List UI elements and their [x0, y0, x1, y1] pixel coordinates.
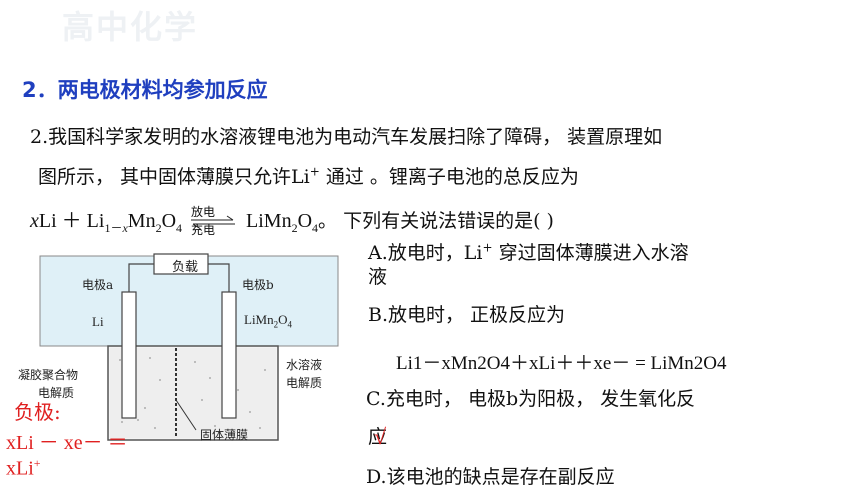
- limn-sub2: 2: [273, 319, 279, 330]
- eq-sub2: 2: [155, 221, 162, 235]
- aqueous-electrolyte-label-2: 电解质: [286, 376, 323, 390]
- battery-diagram-svg: [39, 253, 339, 441]
- overall-equation: xLi ＋ Li1－xMn2O4 放电 充电 LiMn2O4。 下列有关说法错误…: [30, 204, 554, 237]
- option-a-line-2: 液: [368, 266, 388, 288]
- option-d-line-1: D.该电池的缺点是存在副反应: [366, 466, 615, 488]
- eq-o: O: [161, 210, 177, 232]
- option-a-text-b: 穿过固体薄膜进入水溶: [492, 242, 689, 264]
- electrode-b-label: 电极b: [242, 278, 274, 292]
- eq-end: 。 下列有关说法错误的是( ): [318, 210, 554, 232]
- option-b-line-1: B.放电时， 正极反应为: [368, 304, 566, 326]
- eq-li: Li ＋ Li: [38, 210, 105, 232]
- eq-sub1: 1－: [104, 221, 123, 235]
- negative-electrode-eq-1: xLi － xe－ ＝: [6, 432, 128, 454]
- eq-sub4: 4: [176, 221, 183, 235]
- gel-electrolyte-label-1: 凝胶聚合物: [18, 368, 79, 382]
- eq-x: x: [30, 210, 39, 232]
- eq-p2: 2: [291, 221, 298, 235]
- eq-mn: Mn: [127, 210, 156, 232]
- eq-p4: 4: [312, 221, 319, 235]
- negative-electrode-title: 负极:: [14, 400, 61, 424]
- option-a-sup: +: [482, 240, 493, 255]
- check-mark-icon: √: [374, 424, 387, 449]
- battery-diagram: 负载 电极a 电极b Li LiMn2O4 凝胶聚合物 电解质 水溶液 电解质 …: [10, 250, 360, 484]
- gel-electrolyte-label-2: 电解质: [38, 386, 75, 400]
- electrode-a-label: 电极a: [82, 278, 114, 292]
- option-c-line-2: 应: [368, 426, 388, 448]
- limn-o: O: [278, 312, 288, 327]
- membrane-label: 固体薄膜: [200, 428, 249, 442]
- neg-eq2-text: xLi: [6, 457, 34, 480]
- question-line-2-a: 图所示， 其中固体薄膜只允许Li: [38, 166, 310, 188]
- eq-po: O: [297, 210, 313, 232]
- limn-text: LiMn: [244, 312, 274, 327]
- option-a-text: A.放电时，Li: [368, 242, 483, 264]
- load-label: 负载: [172, 260, 199, 275]
- eq-product: LiMn: [246, 210, 292, 232]
- reversible-arrow: 放电 充电: [189, 205, 237, 238]
- question-line-2: 图所示， 其中固体薄膜只允许Li+ 通过 。锂离子电池的总反应为: [38, 162, 579, 189]
- option-a-line-1: A.放电时，Li+ 穿过固体薄膜进入水溶: [368, 238, 689, 265]
- arrow-label-charge: 充电: [191, 223, 216, 238]
- question-line-1: 2.我国科学家发明的水溶液锂电池为电动汽车发展扫除了障碍， 装置原理如: [30, 126, 663, 148]
- reversible-arrow-icon: [191, 215, 236, 229]
- limn2o4-electrode-label: LiMn2O4: [244, 312, 292, 330]
- li-charge: +: [309, 164, 320, 179]
- eq-subx: x: [122, 221, 128, 235]
- option-b-equation: Li1－xMn2O4＋xLi＋＋xe－ = LiMn2O4: [396, 353, 727, 374]
- negative-electrode-eq-2: xLi+: [6, 456, 41, 481]
- limn-sub4: 4: [287, 319, 293, 330]
- watermark: 高中化学: [62, 8, 199, 46]
- section-heading: 2．两电极材料均参加反应: [22, 78, 268, 102]
- neg-eq2-sup: +: [33, 456, 41, 470]
- li-electrode-label: Li: [92, 314, 104, 329]
- arrow-label-discharge: 放电: [191, 205, 216, 220]
- option-c-line-1: C.充电时， 电极b为阳极， 发生氧化反: [366, 388, 696, 410]
- question-line-2-b: 通过 。锂离子电池的总反应为: [319, 166, 579, 188]
- aqueous-electrolyte-label-1: 水溶液: [286, 358, 323, 372]
